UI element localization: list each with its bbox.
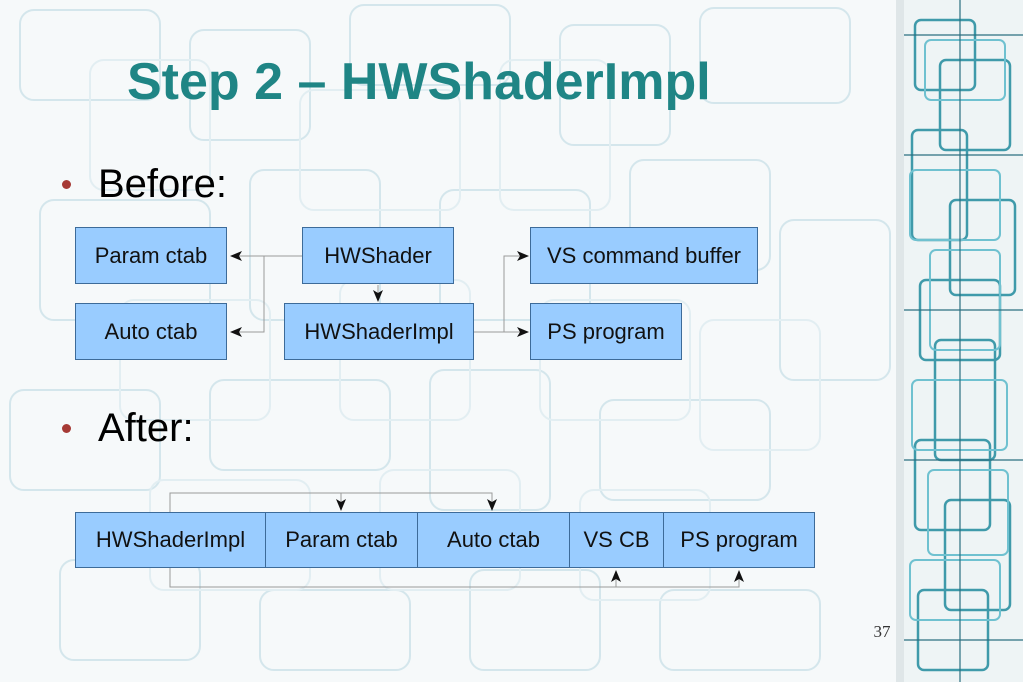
bullet-after-text: After: <box>98 406 194 450</box>
after-cell-hwshaderimpl: HWShaderImpl <box>75 512 266 568</box>
box-param-ctab: Param ctab <box>75 227 227 284</box>
after-cell-auto-ctab: Auto ctab <box>417 512 570 568</box>
box-auto-ctab: Auto ctab <box>75 303 227 360</box>
box-hwshader: HWShader <box>302 227 454 284</box>
bullet-before-text: Before: <box>98 162 227 206</box>
after-cell-param-ctab: Param ctab <box>265 512 418 568</box>
box-ps-program: PS program <box>530 303 682 360</box>
page-number: 37 <box>873 622 891 641</box>
box-vs-command-buffer: VS command buffer <box>530 227 758 284</box>
after-cell-ps-program: PS program <box>663 512 815 568</box>
box-hwshaderimpl: HWShaderImpl <box>284 303 474 360</box>
bullet-after: After: <box>62 406 194 451</box>
after-cell-vs-cb: VS CB <box>569 512 664 568</box>
bullet-dot <box>62 180 71 189</box>
bullet-dot <box>62 424 71 433</box>
slide-title: Step 2 – HWShaderImpl <box>127 53 711 111</box>
bullet-before: Before: <box>62 162 227 207</box>
